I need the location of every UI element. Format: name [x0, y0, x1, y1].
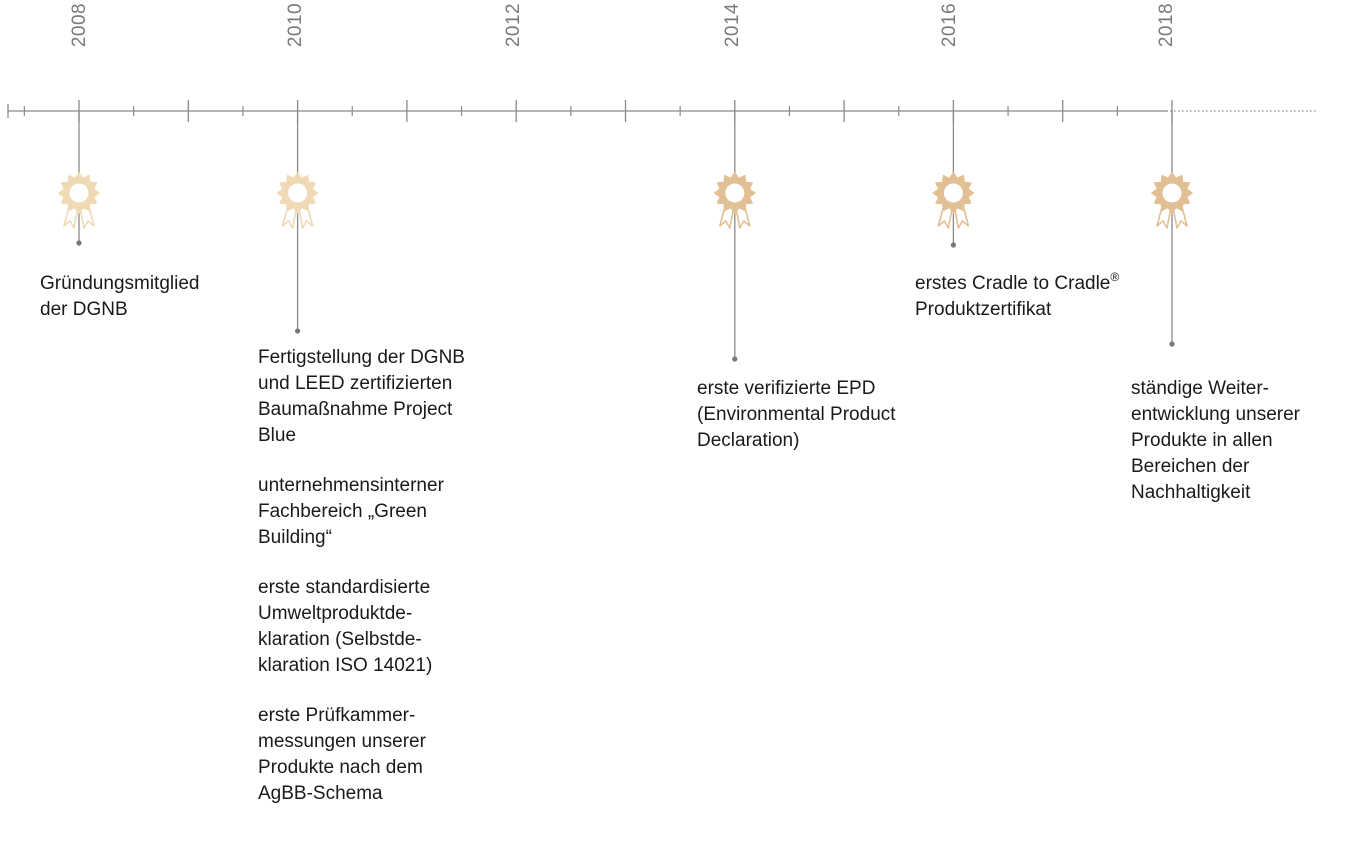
year-label-2018: 2018	[1156, 2, 1177, 48]
milestone-2018-line: Produkte in allen	[1131, 430, 1273, 451]
rosette-center	[1162, 183, 1182, 203]
milestone-2016-text: erstes Cradle to Cradle® Produktzertifik…	[915, 271, 1119, 323]
milestone-2008-line: der DGNB	[40, 299, 128, 320]
milestone-2010-line: unternehmensinterner	[258, 475, 444, 496]
milestone-2010-paragraph: unternehmensinterner Fachbereich „Green …	[258, 473, 465, 551]
rosette-center	[725, 183, 745, 203]
rosette-center	[943, 183, 963, 203]
milestone-2010-text: Fertigstellung der DGNB und LEED zertifi…	[258, 345, 465, 807]
milestone-2008-line: Gründungsmitglied	[40, 273, 200, 294]
year-label-2008: 2008	[69, 2, 90, 48]
milestone-2010-line: und LEED zertifizierten	[258, 373, 453, 394]
milestone-2010-line: Baumaßnahme Project	[258, 399, 453, 420]
milestone-2008-text: Gründungsmitglied der DGNB	[40, 271, 199, 323]
award-badge-icon	[276, 172, 319, 229]
award-badge-icon	[714, 172, 756, 229]
award-badge-icon	[932, 172, 975, 229]
award-badge-icon	[58, 172, 100, 229]
milestone-dot	[1169, 341, 1175, 347]
rosette-center	[288, 183, 308, 203]
milestone-dot	[732, 356, 738, 362]
milestone-2010-line: Fachbereich „Green	[258, 501, 427, 522]
year-label-2010: 2010	[285, 2, 306, 48]
milestone-2016-line2: Produktzertifikat	[915, 299, 1052, 320]
milestone-2010-line: Produkte nach dem	[258, 757, 423, 778]
milestone-2010-line: Umweltproduktde-	[258, 603, 413, 624]
rosette-center	[69, 183, 89, 203]
milestone-2010-line: klaration ISO 14021)	[258, 655, 433, 676]
milestone-2016-line1: erstes Cradle to Cradle	[915, 273, 1111, 294]
timeline-badges	[58, 172, 1193, 229]
year-label-2016: 2016	[939, 2, 960, 48]
milestone-2014-line: (Environmental Product	[697, 404, 896, 425]
timeline-connectors	[76, 111, 1175, 362]
year-label-2014: 2014	[722, 2, 743, 48]
milestone-2018-line: Bereichen der	[1131, 456, 1250, 477]
milestone-2010-paragraph: Fertigstellung der DGNB und LEED zertifi…	[258, 345, 465, 449]
milestone-2010-paragraph: erste Prüfkammer- messungen unserer Prod…	[258, 703, 465, 807]
award-badge-icon	[1151, 172, 1193, 229]
milestone-2014-line: erste verifizierte EPD	[697, 378, 876, 399]
milestone-2014-text: erste verifizierte EPD (Environmental Pr…	[697, 376, 896, 454]
milestone-2010-line: messungen unserer	[258, 731, 426, 752]
milestone-2010-paragraph: erste standardisierte Umweltproduktde- k…	[258, 575, 465, 679]
milestone-dot	[295, 328, 301, 334]
milestone-2014-line: Declaration)	[697, 430, 800, 451]
milestone-2010-line: Building“	[258, 527, 332, 548]
year-label-2012: 2012	[503, 2, 524, 48]
milestone-2018-text: ständige Weiter- entwicklung unserer Pro…	[1131, 376, 1300, 506]
milestone-2010-line: Blue	[258, 425, 297, 446]
milestone-dot	[76, 240, 82, 246]
milestone-2018-line: Nachhaltigkeit	[1131, 482, 1251, 503]
milestone-2018-line: entwicklung unserer	[1131, 404, 1300, 425]
milestone-2010-line: erste Prüfkammer-	[258, 705, 416, 726]
milestone-2010-line: erste standardisierte	[258, 577, 431, 598]
milestone-2016-line: erstes Cradle to Cradle®	[915, 271, 1119, 297]
milestone-2010-line: klaration (Selbstde-	[258, 629, 422, 650]
milestone-2018-line: ständige Weiter-	[1131, 378, 1269, 399]
milestone-2010-line: AgBB-Schema	[258, 783, 383, 804]
registered-mark: ®	[1110, 270, 1120, 284]
milestone-dot	[950, 242, 957, 248]
milestone-2010-line: Fertigstellung der DGNB	[258, 347, 465, 368]
